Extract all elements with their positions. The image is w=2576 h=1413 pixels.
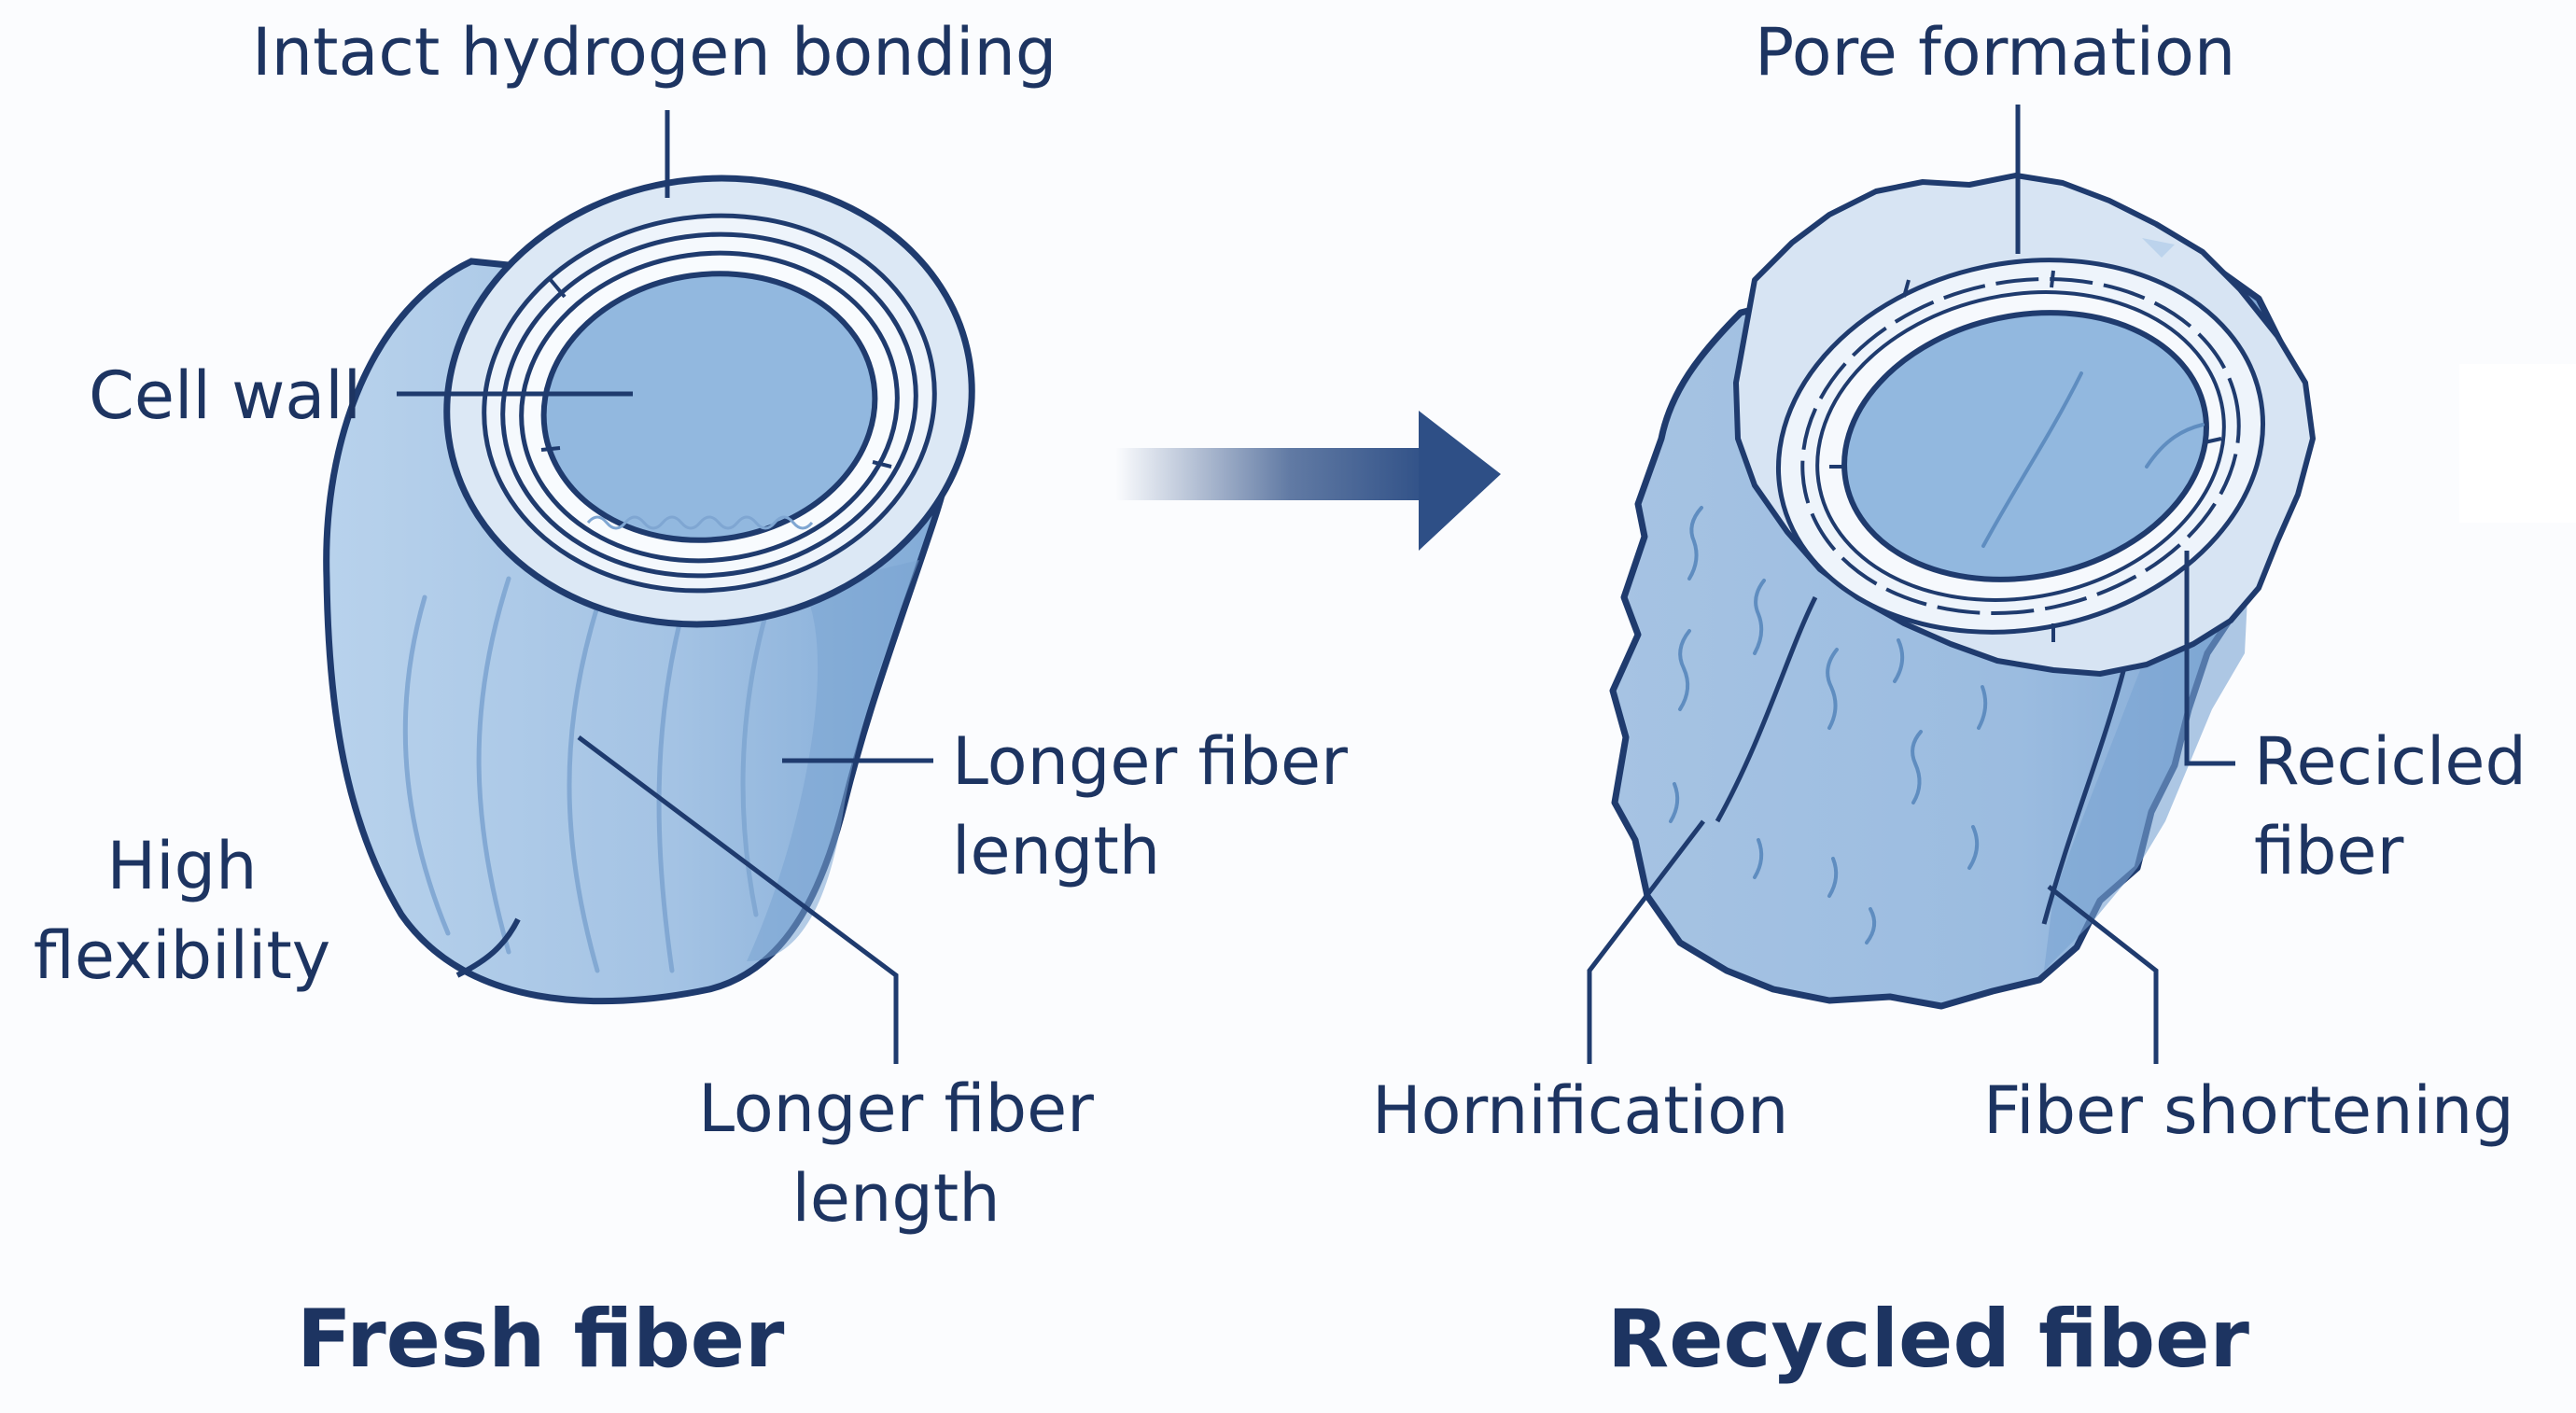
recycled-ring-ticks [1829,270,2222,642]
recycled-fiber-illustration [1609,173,2316,1010]
label-longer-fiber-length-bottom: Longer fiber length [698,1070,1094,1237]
fresh-fiber-edge-stroke [455,917,521,978]
fresh-fiber-title: Fresh fiber [297,1293,785,1386]
recycled-fiber-wrinkles [1669,506,1988,944]
recycled-lumen [1841,310,2209,582]
fresh-leader-lines [397,110,933,1064]
recycled-fiber-shade [2044,560,2249,971]
fresh-ring-ticks [540,278,892,469]
label-fiber-shortening: Fiber shortening [1983,1072,2514,1149]
recycled-fiber-fold-2 [2041,652,2131,925]
label-cell-wall: Cell wall [89,357,362,434]
recycled-ring-2 [1800,276,2241,616]
recycled-lumen-cracks [1981,371,2205,548]
arrow-shaft [1115,448,1433,500]
leader-fiber-shortening [2047,885,2159,1064]
recycled-fiber-fold [1715,595,1818,823]
label-pore-formation: Pore formation [1755,14,2236,91]
fresh-hydrogen-bonds [586,515,814,530]
leader-longer-fiber-length-bottom [577,735,899,1064]
label-intact-hydrogen-bonding: Intact hydrogen bonding [252,14,1057,91]
arrow-head [1419,411,1501,551]
edge-blank [2459,364,2576,523]
transition-arrow [1115,411,1501,551]
recycled-leader-lines [1587,105,2235,1064]
leader-recicled-fiber [2184,551,2235,766]
label-high-flexibility: High flexibility [33,828,331,994]
recycled-chip [2142,238,2175,258]
label-recicled-fiber: Recicled fiber [2254,723,2527,889]
label-hornification: Hornification [1372,1072,1789,1149]
fresh-fiber-striations [402,576,768,973]
leader-hornification [1587,819,1705,1064]
recycled-fiber-title: Recycled fiber [1607,1293,2249,1386]
label-longer-fiber-length-right: Longer fiber length [952,723,1348,889]
fresh-fiber-illustration [323,175,975,1005]
fresh-lumen [540,271,878,543]
